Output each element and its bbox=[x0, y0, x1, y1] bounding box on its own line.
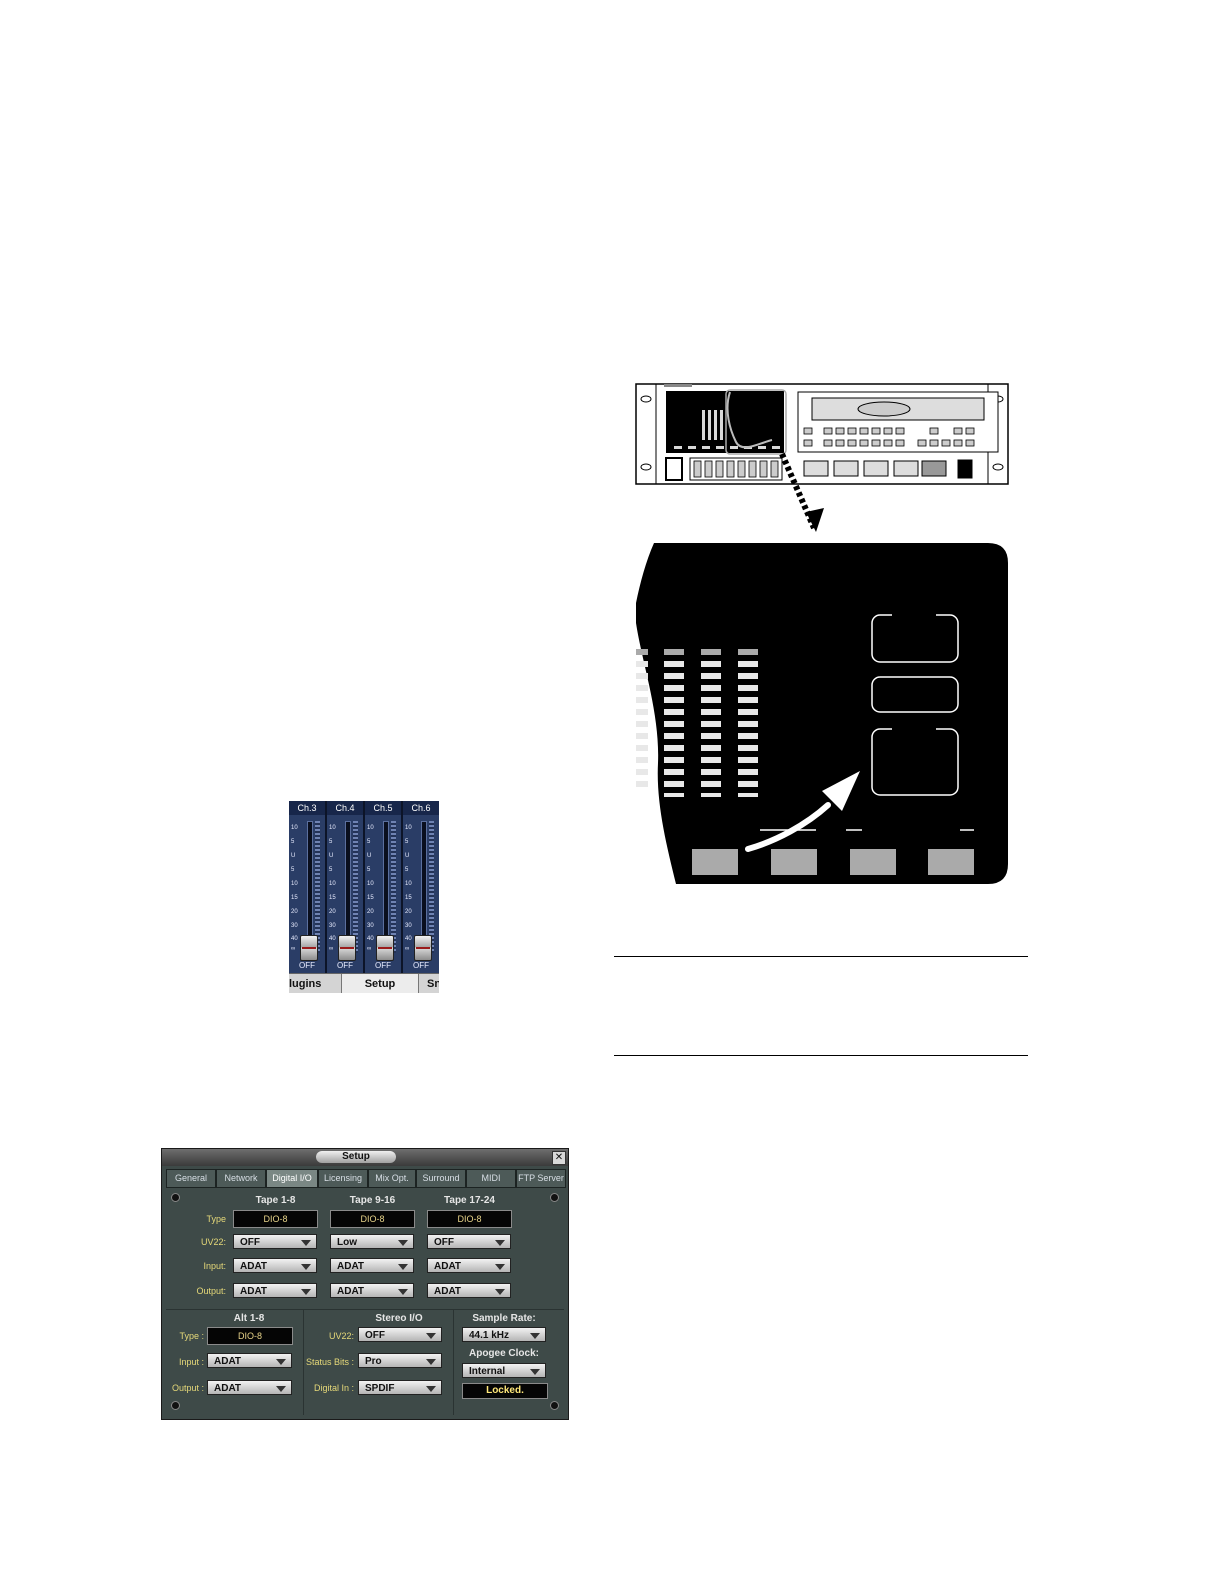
channel-strip: Ch.6 10 5 U 5 10 15 20 30 40 ∞ OFF bbox=[403, 801, 439, 973]
alt-output-select[interactable]: ADAT bbox=[207, 1380, 292, 1395]
clock-status: Locked. bbox=[462, 1383, 548, 1399]
tape-9-16-input-select[interactable]: ADAT bbox=[330, 1258, 414, 1273]
tab-snapshots[interactable]: Sn bbox=[427, 978, 439, 990]
tab-surround[interactable]: Surround bbox=[416, 1169, 466, 1188]
alt-input-select[interactable]: ADAT bbox=[207, 1353, 292, 1368]
channel-name: Ch.5 bbox=[365, 801, 401, 815]
digital-in-label: Digital In : bbox=[313, 1383, 354, 1393]
divider bbox=[453, 1310, 454, 1415]
tab-ftp-server[interactable]: FTP Server bbox=[516, 1169, 566, 1188]
fader-handle[interactable] bbox=[338, 935, 356, 961]
fader-state: OFF bbox=[413, 961, 429, 970]
tape-9-16-output-select[interactable]: ADAT bbox=[330, 1283, 414, 1298]
mixer-tab-bar: lugins Setup Sn bbox=[289, 973, 439, 993]
tape-9-16-uv22-select[interactable]: Low bbox=[330, 1234, 414, 1249]
uv22-label: UV22: bbox=[200, 1237, 226, 1247]
setup-window: Setup ✕ General Network Digital I/O Lice… bbox=[161, 1148, 569, 1420]
sample-rate-header: Sample Rate: bbox=[472, 1313, 536, 1324]
fader-state: OFF bbox=[337, 961, 353, 970]
screw-icon bbox=[550, 1193, 559, 1202]
tab-midi[interactable]: MIDI bbox=[466, 1169, 516, 1188]
channel-name: Ch.6 bbox=[403, 801, 439, 815]
apogee-clock-header: Apogee Clock: bbox=[468, 1348, 539, 1359]
window-title: Setup bbox=[316, 1151, 396, 1163]
level-meter bbox=[315, 821, 320, 953]
alt-input-label: Input : bbox=[178, 1357, 204, 1367]
tape-1-8-type: DIO-8 bbox=[233, 1210, 318, 1228]
digital-in-select[interactable]: SPDIF bbox=[358, 1380, 442, 1395]
rack-unit-illustration bbox=[635, 383, 1009, 532]
status-bits-select[interactable]: Pro bbox=[358, 1353, 442, 1368]
tape-1-8-output-select[interactable]: ADAT bbox=[233, 1283, 317, 1298]
tab-digital-io[interactable]: Digital I/O bbox=[266, 1169, 318, 1188]
fader-handle[interactable] bbox=[376, 935, 394, 961]
alt-type: DIO-8 bbox=[207, 1327, 293, 1345]
fader-handle[interactable] bbox=[414, 935, 432, 961]
tape-17-24-input-select[interactable]: ADAT bbox=[427, 1258, 511, 1273]
tape-17-24-type: DIO-8 bbox=[427, 1210, 512, 1228]
stereo-uv22-select[interactable]: OFF bbox=[358, 1327, 442, 1342]
status-bits-label: Status Bits : bbox=[305, 1357, 354, 1367]
type-label: Type bbox=[206, 1214, 226, 1224]
tape-1-8-uv22-select[interactable]: OFF bbox=[233, 1234, 317, 1249]
level-meter bbox=[429, 821, 434, 953]
divider-rule bbox=[614, 956, 1028, 957]
tab-network[interactable]: Network bbox=[216, 1169, 266, 1188]
divider bbox=[303, 1310, 304, 1415]
divider-rule bbox=[614, 1055, 1028, 1056]
tape-9-16-type: DIO-8 bbox=[330, 1210, 415, 1228]
tab-setup[interactable]: Setup bbox=[341, 974, 419, 993]
screw-icon bbox=[171, 1193, 180, 1202]
fader-state: OFF bbox=[375, 961, 391, 970]
channel-name: Ch.3 bbox=[289, 801, 325, 815]
close-icon[interactable]: ✕ bbox=[552, 1151, 566, 1165]
tab-mix-opt[interactable]: Mix Opt. bbox=[368, 1169, 416, 1188]
tape-9-16-header: Tape 9-16 bbox=[349, 1195, 396, 1206]
screw-icon bbox=[171, 1401, 180, 1410]
front-panel-zoom-illustration bbox=[636, 543, 1008, 884]
fader-handle[interactable] bbox=[300, 935, 318, 961]
sample-rate-select[interactable]: 44.1 kHz bbox=[462, 1327, 546, 1342]
mixer-strip-screenshot: Ch.3 10 5 U 5 10 15 20 30 40 ∞ OFF Ch.4 … bbox=[289, 801, 439, 993]
tape-17-24-output-select[interactable]: ADAT bbox=[427, 1283, 511, 1298]
apogee-clock-select[interactable]: Internal bbox=[462, 1363, 546, 1378]
divider bbox=[166, 1309, 564, 1310]
screw-icon bbox=[550, 1401, 559, 1410]
output-label: Output: bbox=[196, 1286, 226, 1296]
tab-licensing[interactable]: Licensing bbox=[318, 1169, 368, 1188]
channel-strip: Ch.5 10 5 U 5 10 15 20 30 40 ∞ OFF bbox=[365, 801, 403, 973]
tape-1-8-header: Tape 1-8 bbox=[255, 1195, 296, 1206]
alt-1-8-header: Alt 1-8 bbox=[233, 1313, 265, 1324]
fader-state: OFF bbox=[299, 961, 315, 970]
tab-general[interactable]: General bbox=[166, 1169, 216, 1188]
channel-strip: Ch.4 10 5 U 5 10 15 20 30 40 ∞ OFF bbox=[327, 801, 365, 973]
channel-strip: Ch.3 10 5 U 5 10 15 20 30 40 ∞ OFF bbox=[289, 801, 327, 973]
tab-plugins[interactable]: lugins bbox=[289, 978, 322, 990]
input-label: Input: bbox=[203, 1261, 226, 1271]
level-meter bbox=[353, 821, 358, 953]
title-bar[interactable]: Setup ✕ bbox=[162, 1149, 568, 1166]
setup-tabs: General Network Digital I/O Licensing Mi… bbox=[166, 1169, 566, 1188]
stereo-uv22-label: UV22: bbox=[328, 1331, 354, 1341]
level-meter bbox=[391, 821, 396, 953]
stereo-io-header: Stereo I/O bbox=[375, 1313, 423, 1324]
tape-17-24-header: Tape 17-24 bbox=[444, 1195, 495, 1206]
alt-type-label: Type : bbox=[179, 1331, 204, 1341]
tape-17-24-uv22-select[interactable]: OFF bbox=[427, 1234, 511, 1249]
tape-1-8-input-select[interactable]: ADAT bbox=[233, 1258, 317, 1273]
channel-name: Ch.4 bbox=[327, 801, 363, 815]
alt-output-label: Output : bbox=[171, 1383, 204, 1393]
